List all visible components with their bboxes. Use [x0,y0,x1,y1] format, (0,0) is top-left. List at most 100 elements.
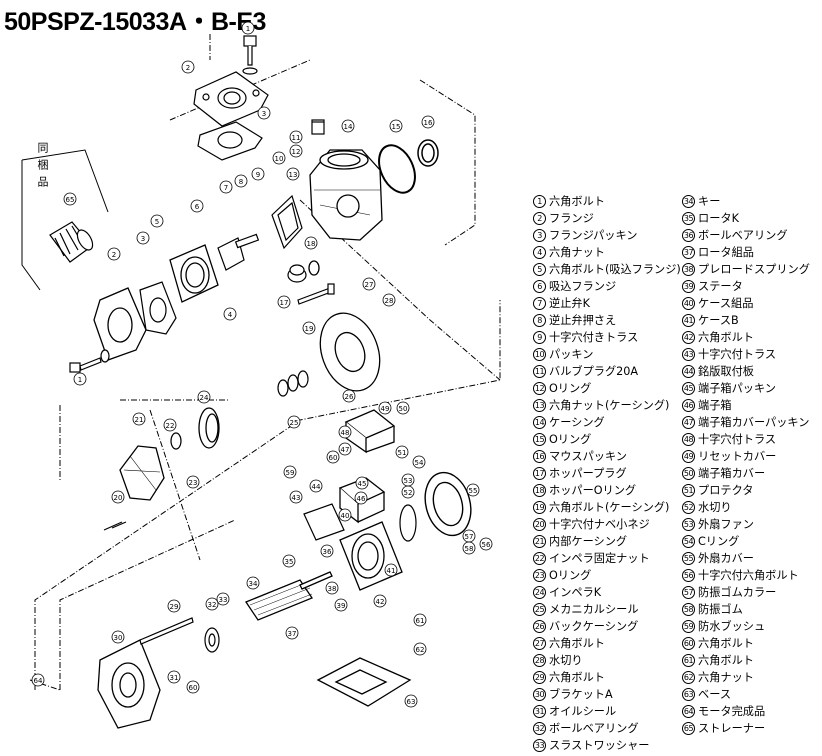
legend-item-number: 7 [533,297,546,310]
legend-item-name: 水切り [549,654,583,667]
part-3-flange-packing-left [139,281,177,335]
legend-item-number: 33 [533,739,546,752]
svg-text:19: 19 [305,325,314,333]
callout-33: 33 [216,592,230,606]
legend-item-number: 22 [533,552,546,565]
legend-item-name: 六角ナット(ケーシング) [549,399,670,412]
legend-item-name: Oリング [549,433,592,446]
legend-item-name: 十字穴付六角ボルト [698,569,799,582]
callout-13: 13 [286,167,300,181]
legend-item-number: 14 [533,416,546,429]
legend-item-number: 12 [533,382,546,395]
callout-45: 45 [355,476,369,490]
svg-text:65: 65 [66,196,75,204]
svg-text:7: 7 [224,184,228,192]
part-1-bolt-top [242,35,258,75]
svg-text:16: 16 [424,119,433,127]
legend-item-name: 六角ボルト [549,195,605,208]
legend-item-number: 17 [533,467,546,480]
svg-text:38: 38 [328,585,337,593]
legend-item-number: 36 [682,229,695,242]
legend-item-number: 48 [682,433,695,446]
svg-text:60: 60 [189,684,198,692]
callout-43: 43 [289,490,303,504]
callout-3: 3 [257,106,271,120]
part-32-bearing [204,627,220,653]
part-15-oring [378,144,416,194]
callout-49: 49 [378,401,392,415]
svg-text:14: 14 [344,123,353,131]
svg-text:23: 23 [189,479,198,487]
callout-58: 58 [462,541,476,555]
callout-44: 44 [309,479,323,493]
callout-42: 42 [373,594,387,608]
legend-item-name: 防振ゴム [698,603,743,616]
callout-56: 56 [479,537,493,551]
legend-item-name: Oリング [549,569,592,582]
legend-item-name: リセットカバー [698,450,777,463]
part-25-mech-seal [277,370,309,397]
legend-item-name: オイルシール [549,705,617,718]
part-10-packing [271,194,303,250]
callout-32: 32 [205,597,219,611]
legend-item-number: 34 [682,195,695,208]
legend-item-name: ベース [698,688,732,701]
svg-text:59: 59 [286,469,295,477]
part-17-hopper-plug [287,264,307,283]
legend-item-number: 5 [533,263,546,276]
legend-item-name: 六角ボルト [698,637,754,650]
legend-item-number: 64 [682,705,695,718]
part-26-back-casing [319,312,381,392]
legend-item-number: 4 [533,246,546,259]
legend-item-number: 32 [533,722,546,735]
svg-text:64: 64 [34,677,43,685]
legend-item-number: 28 [533,654,546,667]
legend-item-number: 62 [682,671,695,684]
part-30-bracket [97,639,161,729]
legend-item-name: 十字穴付ナベ小ネジ [549,518,650,531]
svg-text:58: 58 [465,545,474,553]
legend-item-name: Cリング [698,535,740,548]
svg-text:33: 33 [219,596,228,604]
callout-60: 60 [326,450,340,464]
legend-item-name: 外扇ファン [698,518,754,531]
legend-item-name: プロテクタ [698,484,754,497]
svg-text:55: 55 [469,487,478,495]
part-6-suction-flange [169,244,219,303]
legend-item-name: Oリング [549,382,592,395]
legend-item-name: ボールベアリング [549,722,639,735]
callout-29: 29 [167,599,181,613]
callout-3b: 3 [136,231,150,245]
svg-text:32: 32 [208,601,217,609]
legend-item-number: 35 [682,212,695,225]
svg-text:47: 47 [341,446,350,454]
callout-14: 14 [341,119,355,133]
legend-item-number: 19 [533,501,546,514]
legend-item-number: 1 [533,195,546,208]
legend-item-number: 31 [533,705,546,718]
legend-item-name: 吸込フランジ [549,280,617,293]
callout-22: 22 [163,418,177,432]
legend-item-number: 10 [533,348,546,361]
svg-text:30: 30 [114,634,123,642]
legend-item-name: 六角ナット [549,246,605,259]
callout-50: 50 [396,401,410,415]
svg-text:40: 40 [341,512,350,520]
legend-item-number: 53 [682,518,695,531]
legend-item-number: 58 [682,603,695,616]
part-50-terminal-cover [344,409,396,454]
